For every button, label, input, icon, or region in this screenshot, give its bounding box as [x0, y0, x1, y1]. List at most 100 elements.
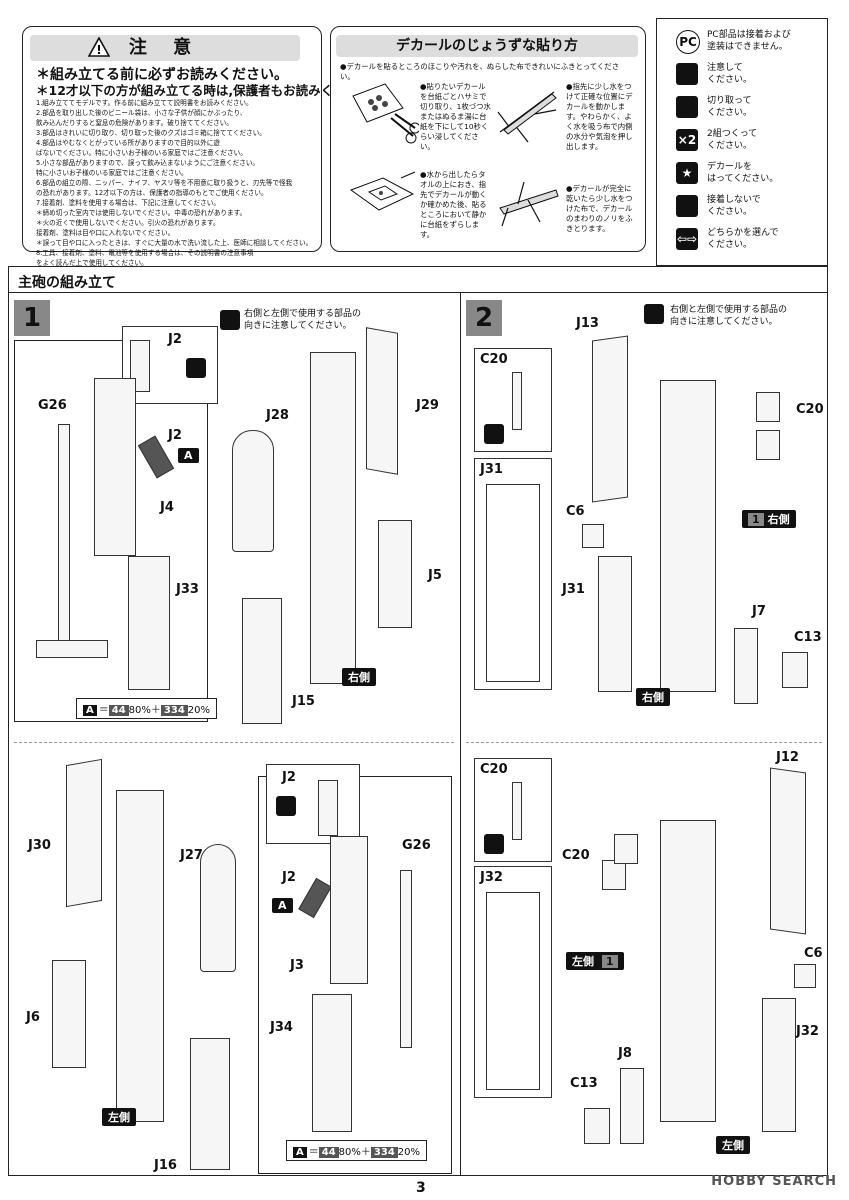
caution-note-line: 1.組み立ててモデルです。作る前に組み立てて説明書をお読みください。: [36, 99, 253, 107]
step-2-divider: [466, 742, 822, 743]
decal-jet-illustration-1: [497, 91, 557, 143]
step-2-number: 2: [466, 300, 502, 336]
part-main-gun-body-step2-left: [660, 820, 716, 1122]
cut-icon: [484, 834, 504, 854]
caution-note-line: ＊締め切った室内では使用しないでください。中毒の恐れがあります。: [36, 209, 247, 217]
caution-note-line: ＊誤って目や口に入ったときは、すぐに大量の水で洗い流した上、医師に相談してくださ…: [36, 239, 313, 247]
part-j5: [378, 520, 412, 628]
caution-panel: [22, 26, 322, 252]
base-plate: [36, 640, 108, 658]
label-j5: J5: [428, 568, 442, 583]
part-main-gun-body-right: [310, 352, 356, 684]
caution-note-line: 飲み込んだりすると窒息の危険があります。破り捨ててください。: [36, 119, 233, 127]
part-main-gun-body-step2-right: [660, 380, 716, 692]
label-j32-box: J32: [480, 870, 503, 885]
right-side-tag-step2: 右側: [636, 688, 670, 706]
part-j8: [620, 1068, 644, 1144]
no-glue-icon: [676, 195, 698, 217]
cut-icon: [676, 96, 698, 118]
part-main-gun-body-left: [116, 790, 164, 1122]
part-j34: [312, 994, 352, 1132]
part-j12: [770, 767, 806, 935]
part-c20-top-b: [756, 430, 780, 460]
step-2-instruction-2: 向きに注意してください。: [670, 317, 778, 327]
part-c20-bottom-b: [614, 834, 638, 864]
part-c20-runner-top: [512, 372, 522, 430]
tag-a-bottom: A: [272, 898, 293, 913]
legend-text: ください。: [707, 240, 753, 250]
step-1-number: 1: [14, 300, 50, 336]
label-j12: J12: [776, 750, 799, 765]
label-c20-top: C20: [796, 402, 824, 417]
label-g26: G26: [38, 398, 67, 413]
step-1-instruction-1: 右側と左側で使用する部品の: [244, 309, 362, 319]
part-j4-body: [94, 378, 136, 556]
step-column-divider: [460, 292, 461, 1176]
part-j6: [52, 960, 86, 1068]
label-j31-box: J31: [480, 462, 503, 477]
label-c6-top: C6: [566, 504, 585, 519]
part-j28: [232, 430, 274, 552]
caution-note-line: 6.部品の組立の際、ニッパー、ナイフ、ヤスリ等を不用意に取り扱うと、刃先等で怪我: [36, 179, 293, 187]
label-j3: J3: [290, 958, 304, 973]
part-c6-top: [582, 524, 604, 548]
label-j34: J34: [270, 1020, 293, 1035]
caution-note-line: をよく読んだ上で使用してください。: [36, 259, 148, 267]
label-j15: J15: [292, 694, 315, 709]
make-two-icon: ×2: [676, 129, 698, 151]
part-j32: [762, 998, 796, 1132]
part-j33: [128, 556, 170, 690]
part-c20-bottom-a: [602, 860, 626, 890]
label-j2-detail: J2: [168, 332, 182, 347]
part-j31-runner: [486, 484, 540, 682]
label-c20-box-bottom: C20: [480, 762, 508, 777]
part-j27: [200, 844, 236, 972]
label-j32: J32: [796, 1024, 819, 1039]
caution-note-line: 5.小さな部品がありますので、誤って飲み込まないようにご注意ください。: [36, 159, 260, 167]
label-j2-bottom: J2: [282, 870, 296, 885]
part-j30: [66, 758, 102, 908]
caution-note-line: 4.部品はやむなくとがっている所がありますので目的以外に遊: [36, 139, 220, 147]
decal-jet-illustration-2: [499, 181, 559, 227]
part-g26-bottom: [400, 870, 412, 1048]
part-j7: [734, 628, 758, 704]
watermark: HOBBY SEARCH: [711, 1174, 837, 1189]
section-divider: [8, 292, 828, 293]
svg-text:!: !: [96, 43, 101, 57]
part-c6-bottom: [794, 964, 816, 988]
caution-line-1: ＊組み立てる前に必ずお読みください。: [36, 67, 288, 83]
label-c13-top: C13: [794, 630, 822, 645]
part-c13-top: [782, 652, 808, 688]
label-c13-bottom: C13: [570, 1076, 598, 1091]
label-c20-bottom: C20: [562, 848, 590, 863]
label-c6-bottom: C6: [804, 946, 823, 961]
legend-text: ください。: [707, 75, 753, 85]
tag-a: A: [178, 448, 199, 463]
decal-intro: ●デカールを貼るところのほこりや汚れを、ぬらした布できれいにふきとってください。: [340, 62, 620, 81]
legend-text: 注意して: [707, 63, 743, 73]
label-j13: J13: [576, 316, 599, 331]
decal-step-3: ●指先に少し水をつけて正確な位置にデカールを動かします。やわらかく、よく水を吸う…: [566, 82, 633, 151]
pc-icon: PC: [676, 30, 700, 54]
part-j29: [366, 327, 398, 475]
right-side-tag-step1: 右側: [342, 668, 376, 686]
step-1-instruction-2: 向きに注意してください。: [244, 321, 352, 331]
decal-sheet-illustration: [352, 83, 419, 144]
cut-icon: [484, 424, 504, 444]
label-j27: J27: [180, 848, 203, 863]
part-g26: [58, 424, 70, 652]
caution-note-line: ばないでください。特に小さいお子様のいる家庭ではご注意ください。: [36, 149, 247, 157]
label-j30: J30: [28, 838, 51, 853]
caution-title: 注 意: [30, 35, 300, 61]
legend-text: ください。: [707, 108, 753, 118]
part-j16: [190, 1038, 230, 1170]
decal-step-1: ●貼りたいデカールを台紙ごとハサミで切り取り、1枚づつ水またはぬるま湯に台紙を下…: [420, 82, 491, 151]
decal-step-4: ●デカールが完全に乾いたら少し水をつけた布で、デカールのまわりのノリをふきとりま…: [566, 184, 633, 233]
caution-brush-icon: [676, 63, 698, 85]
caution-note-line: 7.接着剤、塗料を使用する場合は、下記に注意してください。: [36, 199, 220, 207]
section-title: 主砲の組み立て: [18, 275, 116, 291]
part-c20-top-a: [756, 392, 780, 422]
part-j32-runner: [486, 892, 540, 1090]
